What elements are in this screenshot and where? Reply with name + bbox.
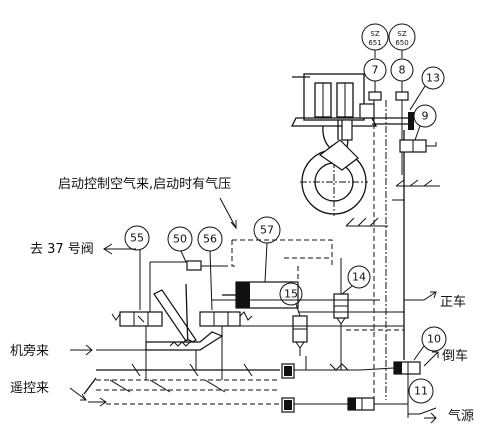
svg-text:57: 57: [260, 224, 274, 237]
valve-11: [347, 397, 375, 411]
label-machine-side: 机旁来: [10, 343, 49, 359]
limit-switch-8: [395, 91, 409, 101]
engine-mechanism: [290, 73, 414, 216]
label-to-valve-37: 去 37 号阀: [30, 242, 94, 257]
label-air-source: 气源: [448, 408, 474, 424]
valve-55: [111, 311, 163, 327]
sensor-zs651: ZS 651: [361, 23, 389, 51]
svg-text:8: 8: [399, 64, 406, 77]
callout-8: 8: [390, 58, 414, 82]
valve-10: [393, 361, 421, 375]
callout-11: 11: [408, 378, 434, 404]
valve-56: [199, 311, 253, 327]
svg-text:55: 55: [130, 232, 144, 245]
callout-50: 50: [167, 226, 193, 252]
valve-50: [186, 260, 202, 271]
svg-text:56: 56: [203, 233, 217, 246]
callout-14: 14: [347, 265, 371, 289]
sensor-zs650-code: ZS: [397, 29, 407, 37]
svg-text:7: 7: [372, 64, 379, 77]
callout-10: 10: [421, 326, 447, 352]
control-lever: [145, 283, 224, 351]
svg-text:13: 13: [426, 72, 440, 85]
svg-text:10: 10: [427, 333, 441, 346]
sensor-zs650: ZS 650: [388, 23, 416, 51]
sensor-zs651-number: 651: [368, 39, 381, 47]
label-reverse: 倒车: [442, 348, 468, 364]
label-remote-control: 遥控来: [10, 381, 49, 396]
svg-text:11: 11: [414, 385, 428, 398]
sensor-zs651-code: ZS: [370, 29, 380, 37]
callout-9: 9: [413, 104, 437, 128]
svg-text:50: 50: [173, 233, 187, 246]
sensor-zs650-number: 650: [395, 39, 408, 47]
label-forward: 正车: [440, 294, 466, 310]
label-startup-control-air: 启动控制空气来,启动时有气压: [58, 176, 231, 192]
callout-55: 55: [124, 225, 150, 251]
cylinder-57: [222, 281, 299, 309]
callout-13: 13: [421, 66, 445, 90]
callout-57: 57: [253, 216, 281, 244]
callout-15: 15: [279, 282, 303, 306]
callout-56: 56: [197, 226, 223, 252]
svg-text:14: 14: [352, 271, 366, 284]
limit-switch-7: [368, 91, 382, 101]
valve-15: [292, 315, 308, 356]
svg-text:15: 15: [284, 288, 298, 301]
callout-7: 7: [363, 58, 387, 82]
valve-14: [333, 258, 349, 334]
svg-text:9: 9: [422, 110, 429, 123]
